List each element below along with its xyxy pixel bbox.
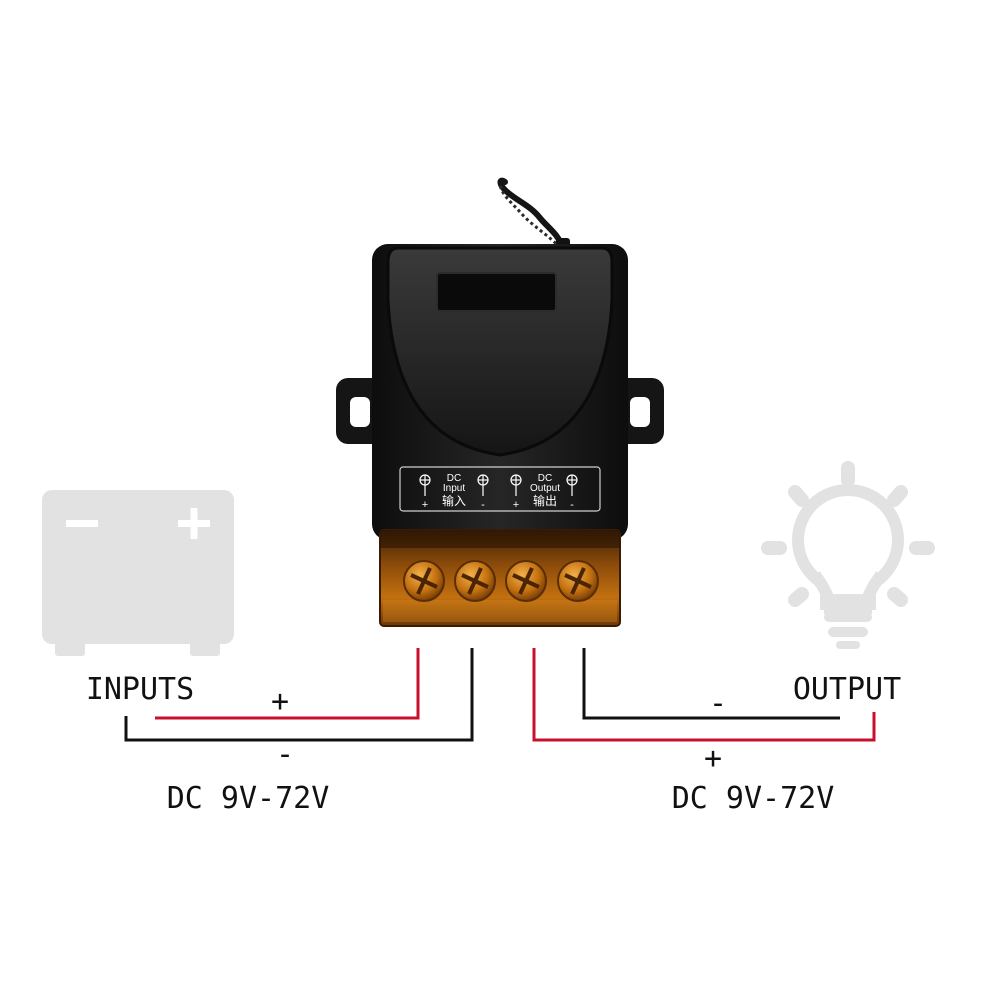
terminal-label-panel: + - + - DC Input 输入 DC Output 输出 [399, 466, 601, 512]
panel-input-plus: + [422, 499, 428, 511]
input-minus-sign: - [276, 737, 294, 772]
panel-input-en: Input [443, 483, 465, 494]
panel-output-plus: + [513, 499, 519, 511]
battery-icon [42, 490, 234, 656]
output-negative-wire [582, 648, 840, 720]
output-plus-sign: + [704, 741, 722, 776]
output-minus-sign: - [709, 686, 727, 721]
output-positive-wire [532, 648, 876, 742]
terminal-screw-1 [403, 560, 445, 602]
status-window [436, 272, 557, 312]
terminal-screw-3 [505, 560, 547, 602]
antenna-icon [497, 177, 566, 253]
panel-output-cn: 输出 [533, 493, 557, 508]
panel-input-minus: - [481, 499, 485, 511]
panel-output-minus: - [570, 499, 574, 511]
panel-output-dc: DC [538, 473, 552, 484]
terminal-screw-4 [557, 560, 599, 602]
input-negative-wire [124, 648, 474, 742]
input-positive-wire [155, 648, 420, 720]
output-voltage-label: DC 9V-72V [672, 781, 835, 816]
wires [124, 648, 876, 742]
light-bulb-icon [761, 461, 935, 649]
input-plus-sign: + [271, 684, 289, 719]
panel-input-dc: DC [447, 473, 461, 484]
terminal-screw-2 [454, 560, 496, 602]
inputs-label: INPUTS [86, 672, 194, 707]
panel-input-cn: 输入 [442, 493, 466, 508]
input-voltage-label: DC 9V-72V [167, 781, 330, 816]
output-label: OUTPUT [793, 672, 901, 707]
relay-module: + - + - DC Input 输入 DC Output 输出 [336, 177, 664, 627]
terminal-block [379, 529, 621, 627]
panel-output-en: Output [530, 483, 560, 494]
